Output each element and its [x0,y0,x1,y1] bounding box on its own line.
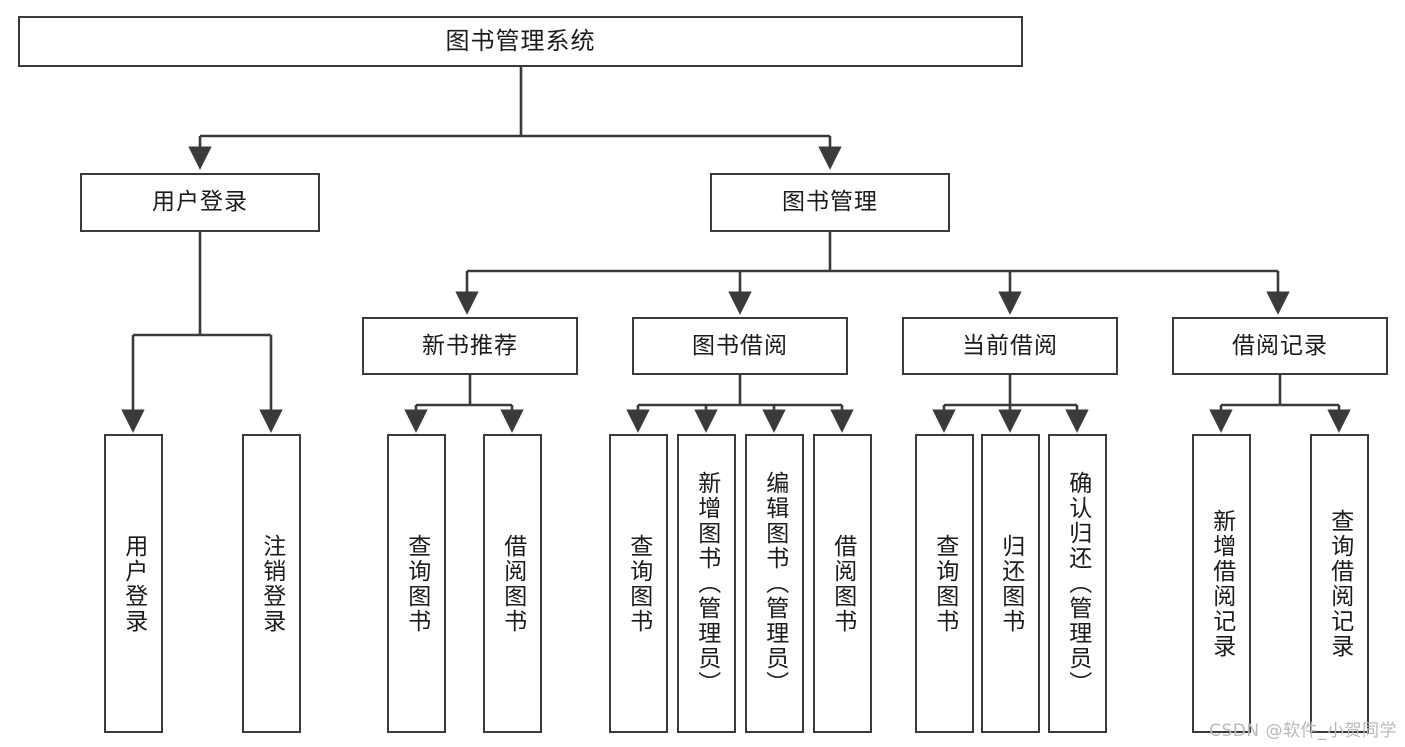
node-root[interactable]: 图书管理系统 [18,16,1023,67]
leaf-user-login-1[interactable]: 用户登录 [104,434,163,733]
leaf-current-borrow-3[interactable]: 确认归还（管理员） [1048,434,1107,733]
leaf-book-borrow-2[interactable]: 新增图书（管理员） [677,434,736,733]
leaf-borrow-record-1[interactable]: 新增借阅记录 [1192,434,1251,733]
leaf-label: 查询图书 [931,533,958,634]
leaf-user-login-2[interactable]: 注销登录 [242,434,301,733]
leaf-new-book-2[interactable]: 借阅图书 [483,434,542,733]
leaf-book-borrow-1[interactable]: 查询图书 [609,434,668,733]
leaf-label: 查询借阅记录 [1326,508,1353,659]
leaf-label: 编辑图书（管理员） [761,471,788,696]
leaf-label: 查询图书 [403,533,430,634]
node-user-login[interactable]: 用户登录 [80,173,320,232]
node-book-borrow[interactable]: 图书借阅 [632,317,848,375]
leaf-label: 确认归还（管理员） [1064,471,1091,696]
leaf-label: 新增借阅记录 [1208,508,1235,659]
node-borrow-record[interactable]: 借阅记录 [1172,317,1388,375]
leaf-label: 新增图书（管理员） [693,471,720,696]
leaf-current-borrow-1[interactable]: 查询图书 [915,434,974,733]
leaf-new-book-1[interactable]: 查询图书 [387,434,446,733]
leaf-label: 查询图书 [625,533,652,634]
leaf-book-borrow-4[interactable]: 借阅图书 [813,434,872,733]
node-new-book-recommend[interactable]: 新书推荐 [362,317,578,375]
leaf-label: 注销登录 [258,533,285,634]
leaf-current-borrow-2[interactable]: 归还图书 [981,434,1040,733]
leaf-label: 用户登录 [120,533,147,634]
watermark: CSDN @软件_小贺同学 [1209,721,1397,741]
leaf-label: 借阅图书 [829,533,856,634]
leaf-borrow-record-2[interactable]: 查询借阅记录 [1310,434,1369,733]
node-book-manage[interactable]: 图书管理 [710,173,950,232]
leaf-label: 借阅图书 [499,533,526,634]
leaf-book-borrow-3[interactable]: 编辑图书（管理员） [745,434,804,733]
leaf-label: 归还图书 [997,533,1024,634]
node-current-borrow[interactable]: 当前借阅 [902,317,1118,375]
